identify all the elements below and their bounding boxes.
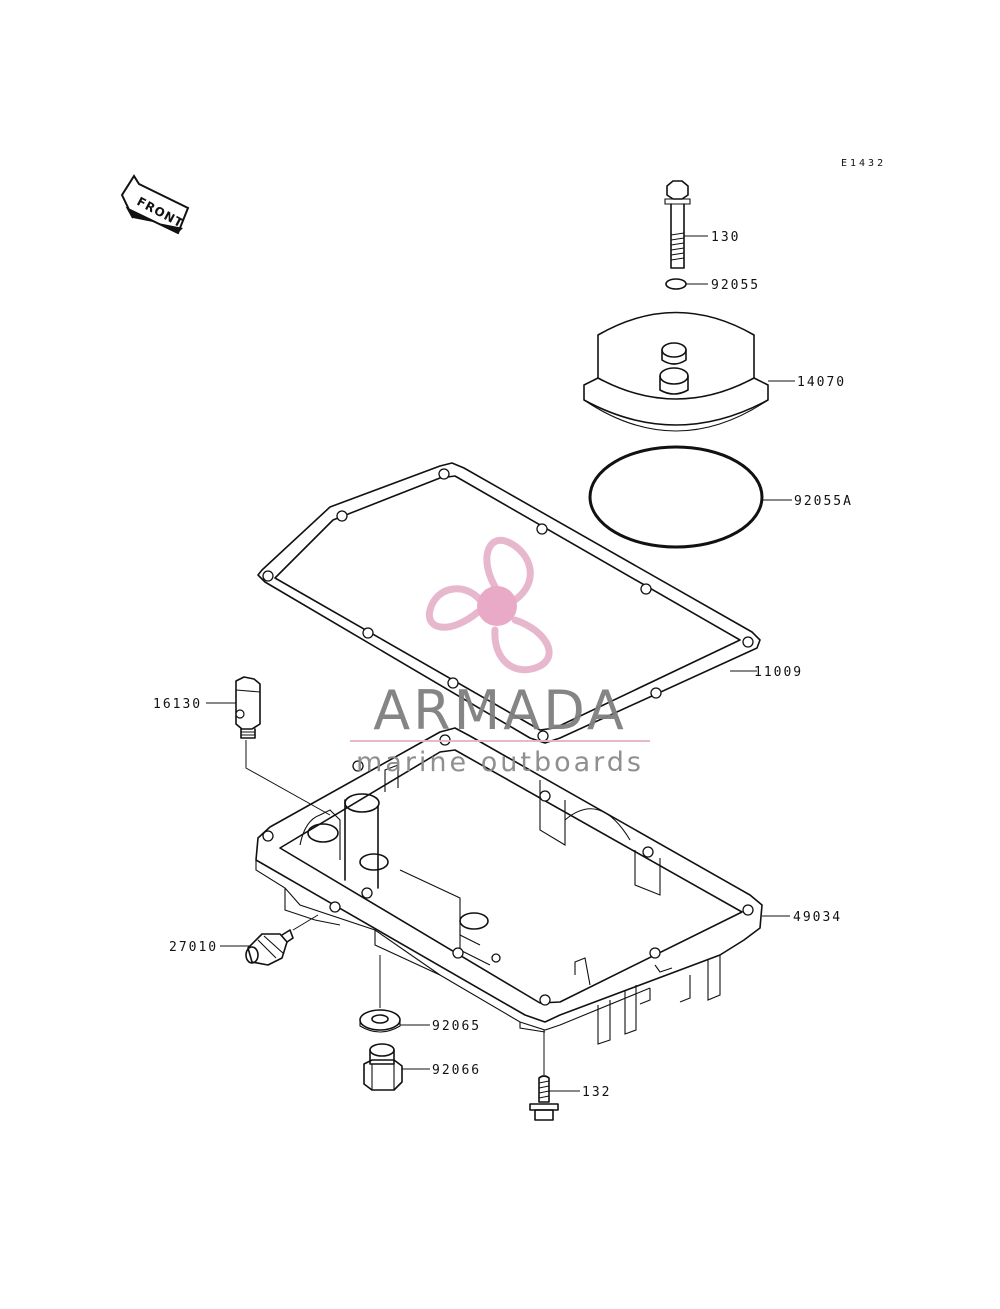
gasket-11009 xyxy=(257,462,761,744)
watermark-title: ARMADA xyxy=(373,679,627,742)
washer-92065 xyxy=(359,955,430,1033)
part-label-132: 132 xyxy=(582,1085,611,1100)
part-label-27010: 27010 xyxy=(169,940,218,955)
watermark-subtitle: marine outboards xyxy=(356,747,644,778)
diagram-code: E1432 xyxy=(841,158,886,169)
part-label-92055a: 92055A xyxy=(794,494,853,509)
bolt-132 xyxy=(529,1030,580,1121)
front-arrow-icon: FRONT xyxy=(120,174,190,235)
watermark: ARMADA marine outboards xyxy=(350,536,650,778)
switch-27010 xyxy=(220,914,319,966)
bolt-130 xyxy=(664,180,708,269)
part-label-92065: 92065 xyxy=(432,1019,481,1034)
cover-14070 xyxy=(583,311,795,432)
part-label-14070: 14070 xyxy=(797,375,846,390)
o-ring-92055a xyxy=(588,445,792,549)
oil-pan-49034 xyxy=(255,727,790,1045)
part-label-11009: 11009 xyxy=(754,665,803,680)
drain-plug-92066 xyxy=(363,1043,430,1091)
part-label-92066: 92066 xyxy=(432,1063,481,1078)
washer-92055 xyxy=(665,278,708,290)
part-label-16130: 16130 xyxy=(153,697,202,712)
part-label-130: 130 xyxy=(711,230,740,245)
fitting-16130 xyxy=(206,676,331,816)
propeller-logo-icon xyxy=(425,536,553,674)
part-label-49034: 49034 xyxy=(793,910,842,925)
part-label-92055: 92055 xyxy=(711,278,760,293)
